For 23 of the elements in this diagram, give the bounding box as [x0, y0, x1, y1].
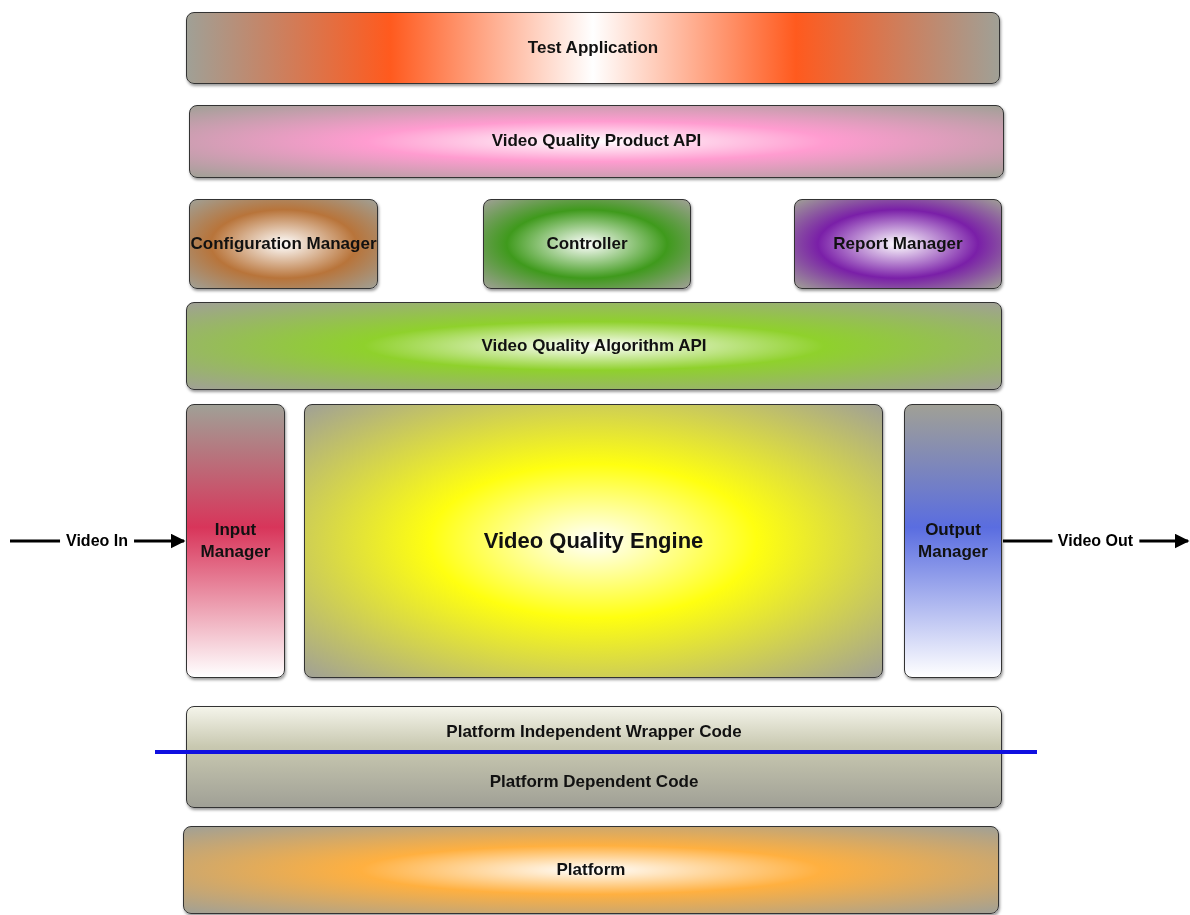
- layer-box: [483, 199, 691, 289]
- layer-box: [183, 826, 999, 914]
- box-label: Test Application: [527, 36, 659, 59]
- layer-box: [186, 12, 1000, 84]
- box-label: Platform Independent Wrapper Code: [446, 720, 742, 743]
- layer-box: [186, 706, 1002, 808]
- box-label: Video Quality Engine: [483, 526, 704, 555]
- box-label: Platform: [556, 858, 626, 881]
- box-label: Configuration Manager: [190, 232, 377, 255]
- layer-box: [189, 199, 378, 289]
- layer-box: [304, 404, 883, 678]
- box-label: Output Manager: [917, 518, 989, 563]
- layer-box: [186, 404, 285, 678]
- box-label: Input Manager: [199, 518, 272, 563]
- box-label: Video Quality Product API: [491, 130, 702, 153]
- layer-box: [186, 302, 1002, 390]
- box-label: Video Quality Algorithm API: [481, 334, 707, 357]
- layer-box: [189, 105, 1004, 178]
- layer-box: [794, 199, 1002, 289]
- layer-box: [904, 404, 1002, 678]
- box-label: Platform Dependent Code: [489, 770, 699, 793]
- box-label: Controller: [546, 232, 628, 255]
- box-label: Report Manager: [833, 232, 963, 255]
